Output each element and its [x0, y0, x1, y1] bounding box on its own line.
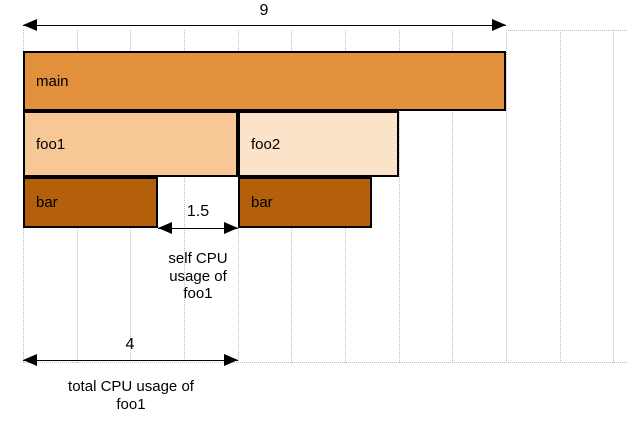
flame-box-foo1[interactable]: foo1: [23, 111, 238, 177]
arrow-shaft: [23, 360, 238, 361]
flame-box-main[interactable]: main: [23, 51, 506, 111]
flame-box-label: main: [36, 72, 69, 90]
arrow-head-right: [224, 354, 238, 366]
arrow-head-left: [23, 354, 37, 366]
gridline-baseline: [23, 362, 627, 363]
gridline-9: [506, 30, 507, 363]
gridline-11: [613, 30, 614, 363]
arrow-head-right: [224, 222, 238, 234]
arrow-shaft: [158, 228, 238, 229]
flame-box-label: foo2: [251, 135, 281, 153]
flame-box-bar-1[interactable]: bar: [23, 177, 158, 228]
caption-total-cpu-foo1: total CPU usage of foo1: [68, 378, 194, 413]
arrow-head-right: [492, 19, 506, 31]
gridline-top: [506, 30, 627, 31]
caption-self-cpu-foo1: self CPU usage of foo1: [168, 250, 228, 303]
flame-box-bar-2[interactable]: bar: [238, 177, 372, 228]
flame-box-foo2[interactable]: foo2: [238, 111, 399, 177]
arrow-shaft: [23, 25, 506, 26]
arrow-head-left: [23, 19, 37, 31]
measure-label-total-cpu-foo1: 4: [125, 336, 135, 353]
flame-box-label: foo1: [36, 135, 66, 153]
measure-label-total-main: 9: [259, 2, 269, 19]
flame-box-label: bar: [36, 194, 58, 211]
flame-box-label: bar: [251, 194, 273, 211]
arrow-head-left: [158, 222, 172, 234]
measure-label-self-cpu-foo1: 1.5: [186, 203, 210, 220]
gridline-10: [560, 30, 561, 363]
